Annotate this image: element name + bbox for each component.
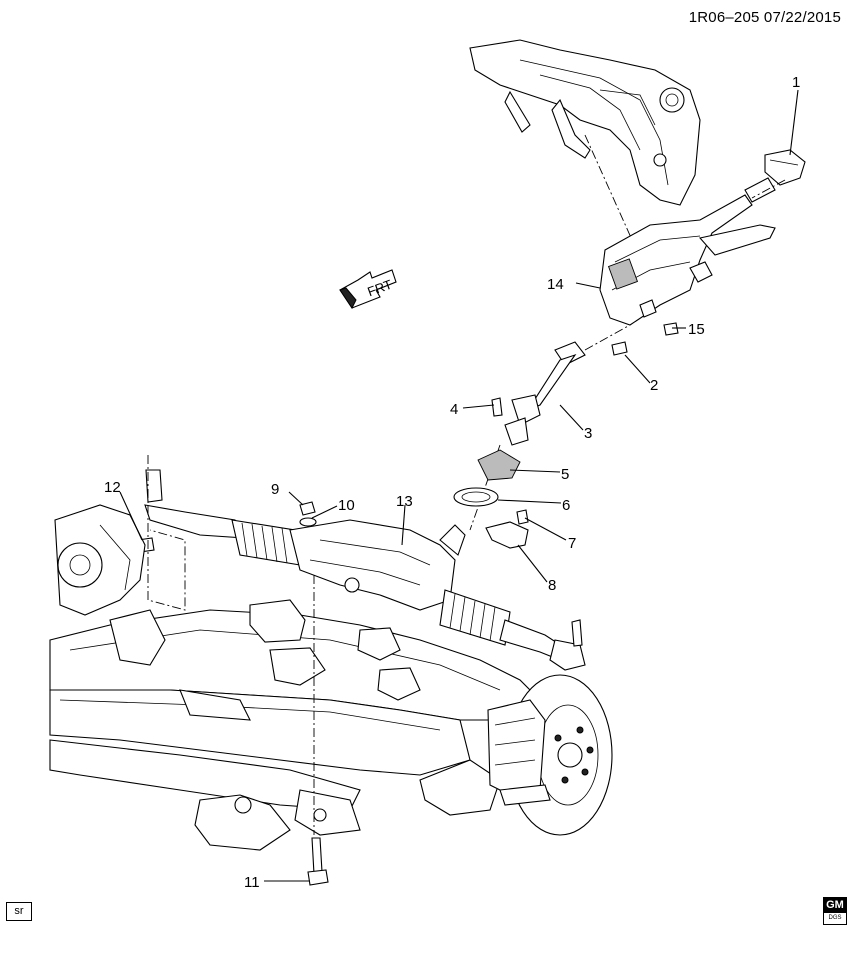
- column-boot: [453, 449, 521, 507]
- callout-4: 4: [450, 401, 458, 418]
- header-code: 1R06–205 07/22/2015: [688, 9, 841, 26]
- gm-logo: GM DGS: [823, 897, 847, 925]
- alignment-line-shaft: [584, 324, 631, 351]
- callout-3: 3: [584, 425, 592, 442]
- callout-11: 11: [244, 874, 260, 891]
- callout-labels: 1 2 3 4 5 6 7 8 9 10 11 12 13 14 15: [104, 74, 800, 891]
- callout-7: 7: [568, 535, 576, 552]
- front-subframe: [49, 599, 541, 851]
- column-bracket: [764, 149, 806, 186]
- intermediate-shaft: [504, 341, 586, 446]
- callout-15: 15: [688, 321, 705, 338]
- upper-body-frame: [469, 39, 701, 206]
- callout-9: 9: [271, 481, 279, 498]
- callout-6: 6: [562, 497, 570, 514]
- callout-2: 2: [650, 377, 658, 394]
- alignment-line-tierod: [147, 455, 186, 611]
- callout-8: 8: [548, 577, 556, 594]
- sr-label: sr: [6, 902, 32, 921]
- callout-14: 14: [547, 276, 564, 293]
- right-brake-assembly: [487, 674, 613, 836]
- steering-gear: [144, 469, 586, 671]
- gm-logo-subtext: DGS: [828, 915, 842, 921]
- left-knuckle: [54, 504, 146, 616]
- leader-lines: [119, 89, 799, 882]
- callout-10: 10: [338, 497, 355, 514]
- bolts-upper: [491, 322, 679, 417]
- subframe-bolt: [307, 837, 329, 886]
- callout-1: 1: [792, 74, 800, 91]
- heat-shield: [485, 509, 529, 549]
- direction-arrow-icon: FRT: [339, 269, 397, 309]
- callout-12: 12: [104, 479, 121, 496]
- gm-logo-text: GM: [824, 898, 846, 913]
- alignment-line-bracket: [751, 179, 786, 199]
- callout-13: 13: [396, 493, 413, 510]
- callout-5: 5: [561, 466, 569, 483]
- alignment-line-boot: [469, 444, 501, 531]
- steering-column: [599, 177, 776, 326]
